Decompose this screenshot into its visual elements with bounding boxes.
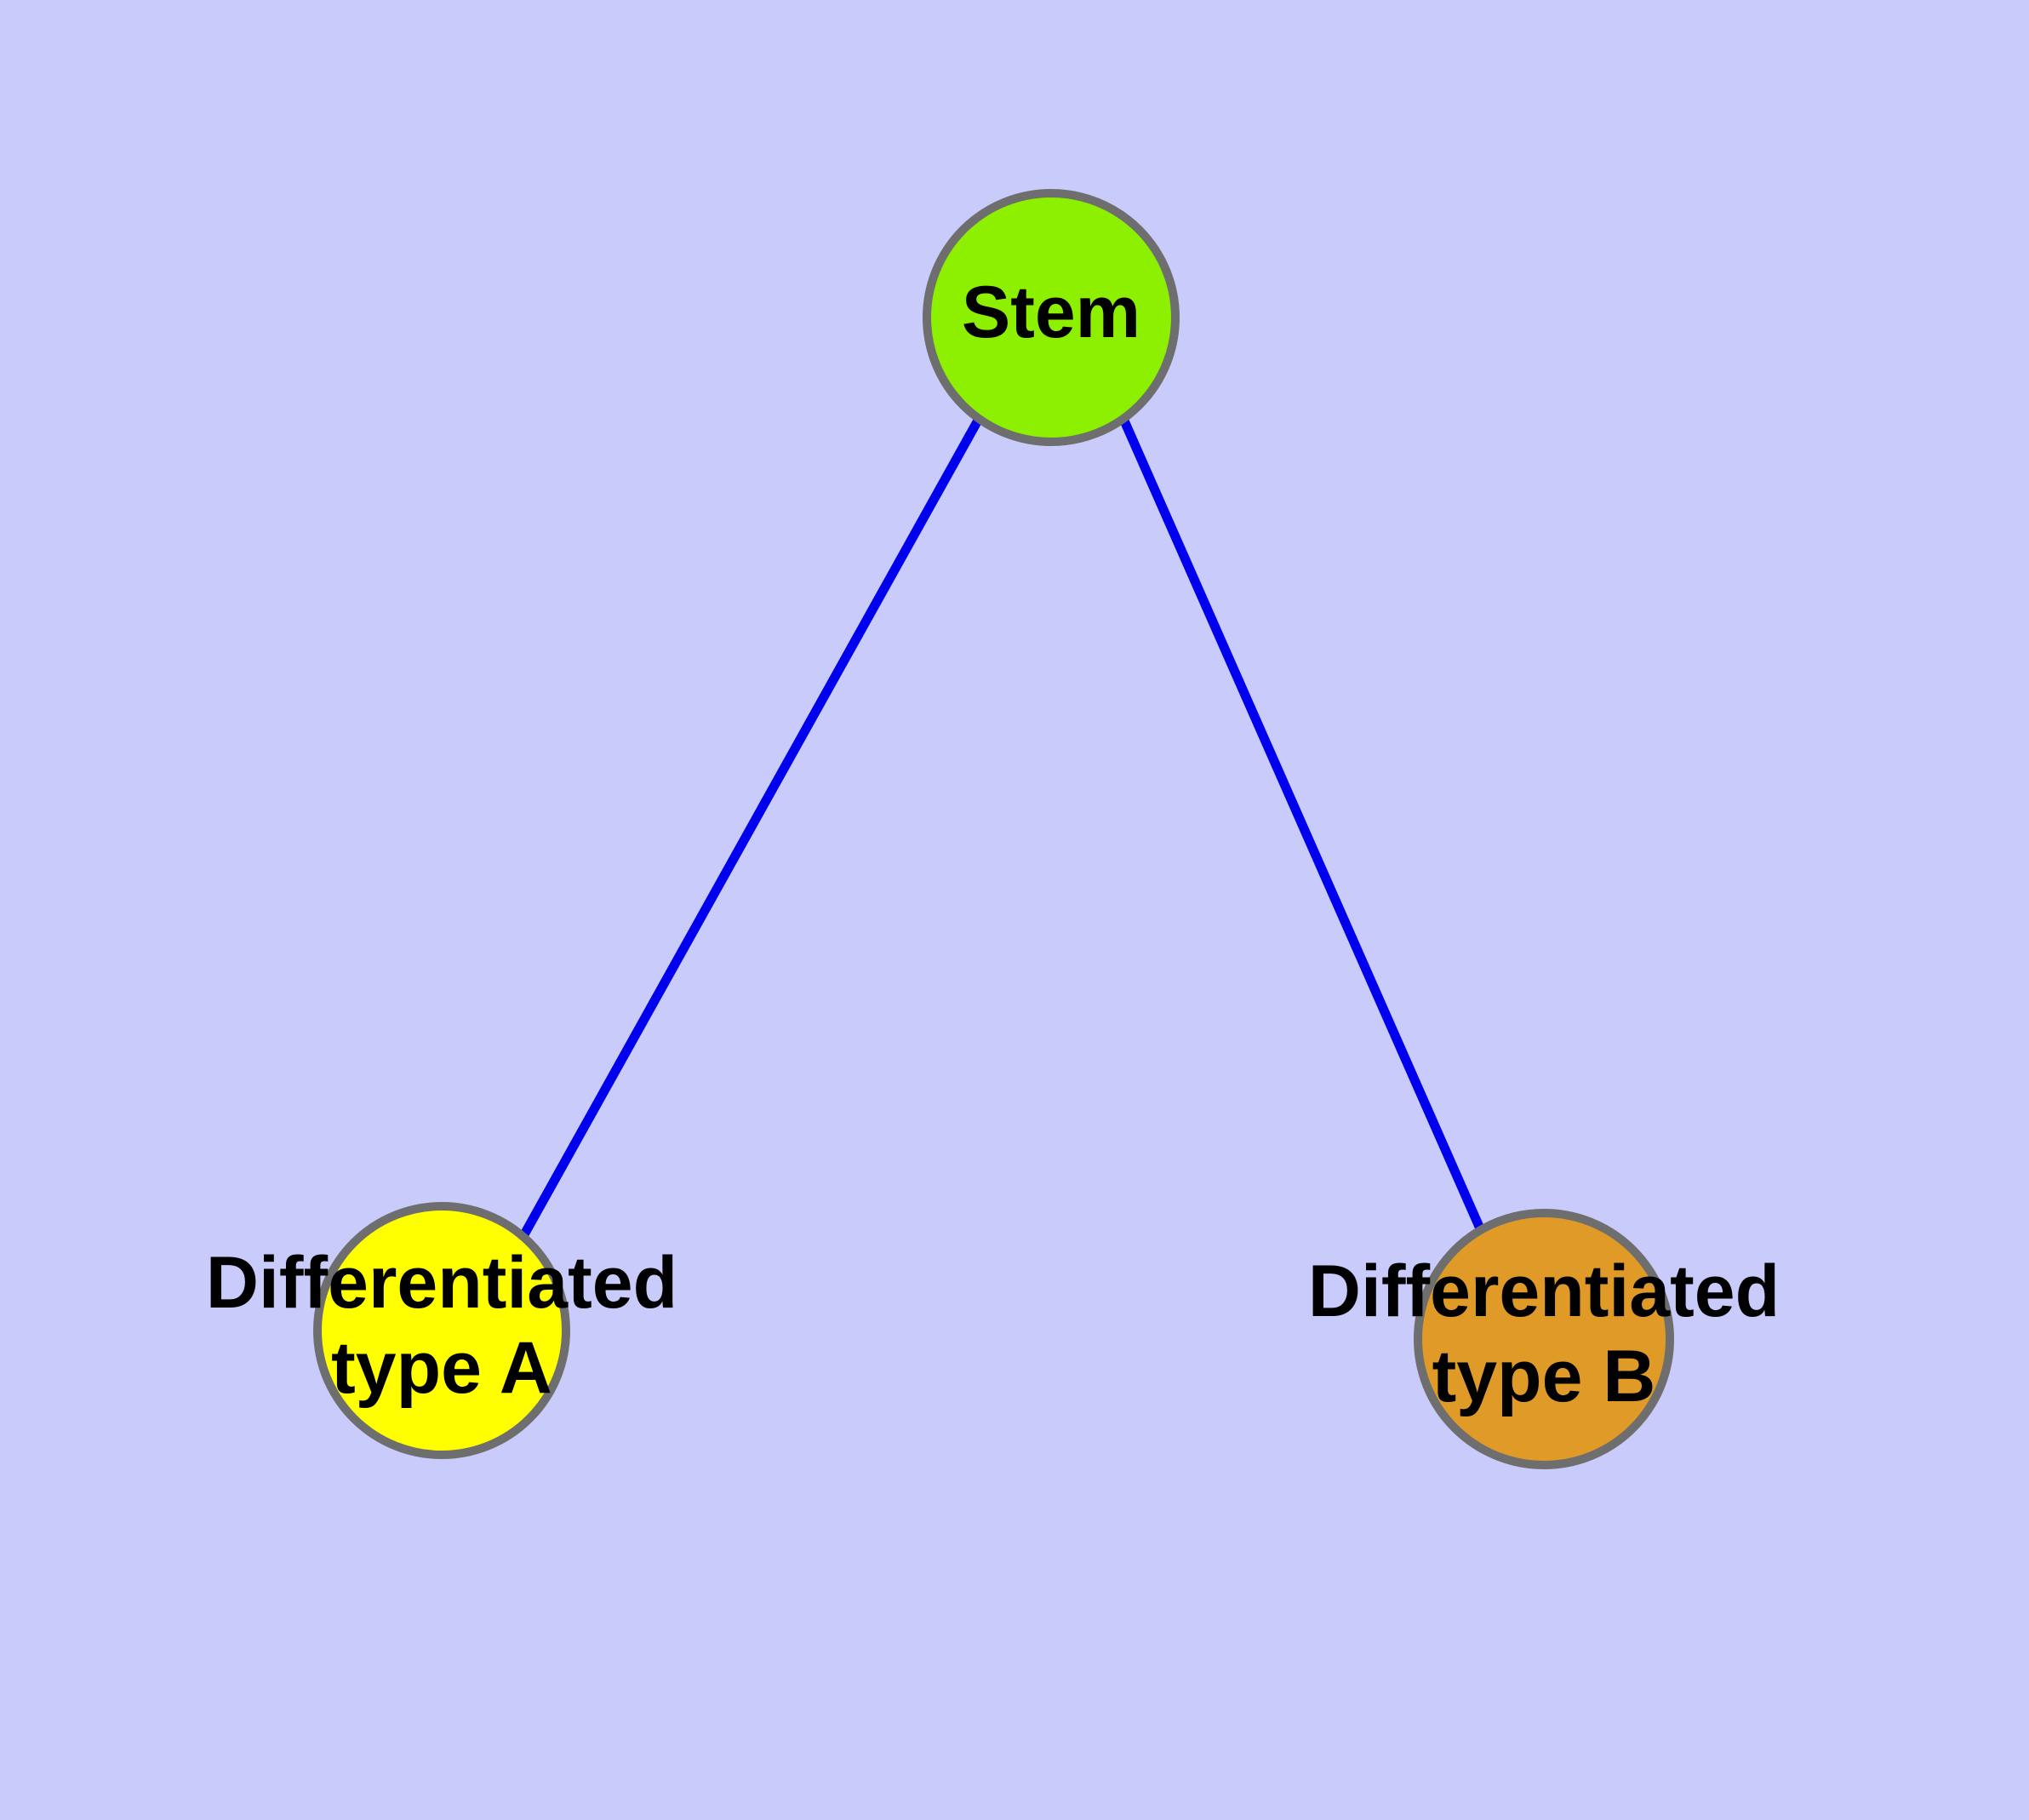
node-label-line: Differentiated <box>206 1242 677 1324</box>
node-label-line: Stem <box>962 272 1140 353</box>
node-label-line: Differentiated <box>1308 1251 1780 1332</box>
edges-layer <box>519 416 1488 1239</box>
node-differentiated-type-a-circle[interactable] <box>313 1202 570 1459</box>
edge-stem-to-type-b[interactable] <box>1118 416 1488 1237</box>
node-stem-label: Stem <box>962 272 1140 353</box>
node-label-line: type A <box>331 1327 552 1409</box>
node-label-line: type B <box>1432 1336 1656 1417</box>
node-stem-circle[interactable] <box>923 189 1180 446</box>
edge-stem-to-type-a[interactable] <box>519 416 983 1239</box>
node-stem[interactable]: Stem <box>923 189 1180 446</box>
node-differentiated-type-b-circle[interactable] <box>1414 1209 1674 1469</box>
